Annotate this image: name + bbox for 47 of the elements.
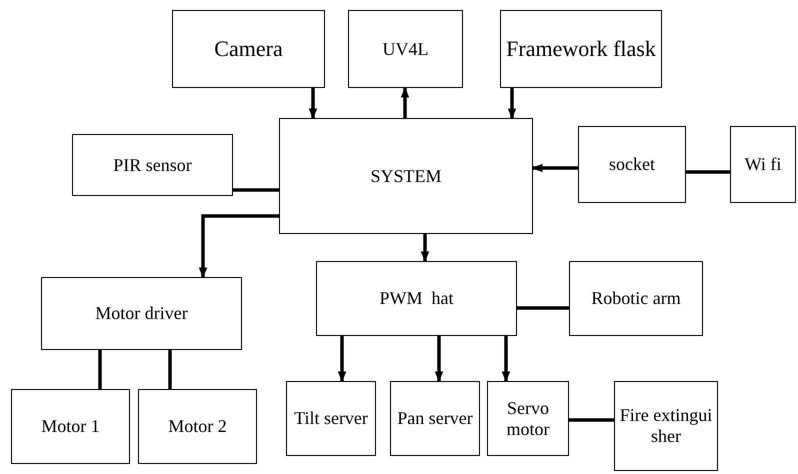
process-box — [11, 389, 130, 464]
process-box — [487, 381, 569, 456]
box-label: PWM hat — [380, 288, 454, 309]
arrow — [198, 214, 279, 278]
connector-line — [233, 188, 279, 192]
connector-line — [98, 350, 102, 389]
box-label: Camera — [214, 36, 283, 62]
process-box — [500, 10, 662, 88]
process-box — [569, 261, 703, 336]
box-label: Motor 2 — [168, 416, 227, 437]
connector-line — [686, 170, 730, 174]
box-label: SYSTEM — [370, 166, 442, 186]
box-label: Framework flask — [506, 36, 656, 62]
connector-line — [517, 306, 569, 310]
arrow — [532, 164, 578, 172]
box-label: Pan server — [397, 408, 473, 429]
box-label: Robotic arm — [591, 288, 681, 309]
arrow — [308, 88, 318, 120]
arrow — [338, 336, 346, 382]
process-box — [316, 261, 517, 336]
box-label: Servo motor — [506, 398, 550, 440]
box-label: socket — [609, 154, 655, 175]
box-label: Fire extingui sher — [618, 405, 714, 447]
process-box — [614, 381, 718, 471]
box-label: PIR sensor — [113, 154, 192, 176]
arrow — [434, 336, 444, 382]
process-box — [348, 10, 463, 88]
arrow — [508, 88, 516, 120]
box-label: Wi fi — [744, 154, 782, 175]
box-label: Motor driver — [95, 303, 188, 324]
process-box — [138, 389, 257, 464]
box-label: UV4L — [382, 38, 428, 60]
process-box — [578, 126, 686, 203]
process-box — [41, 277, 242, 350]
process-box — [279, 118, 533, 234]
box-label: Tilt server — [294, 408, 368, 429]
process-box — [730, 126, 796, 203]
box-label: Motor 1 — [41, 416, 100, 437]
process-box — [390, 381, 480, 456]
process-box — [286, 381, 376, 456]
arrow — [400, 86, 410, 118]
arrow — [420, 234, 430, 262]
connector-line — [168, 350, 172, 389]
arrow — [502, 336, 510, 382]
process-box — [172, 10, 325, 88]
process-box — [72, 134, 233, 196]
connector-line — [569, 418, 614, 422]
